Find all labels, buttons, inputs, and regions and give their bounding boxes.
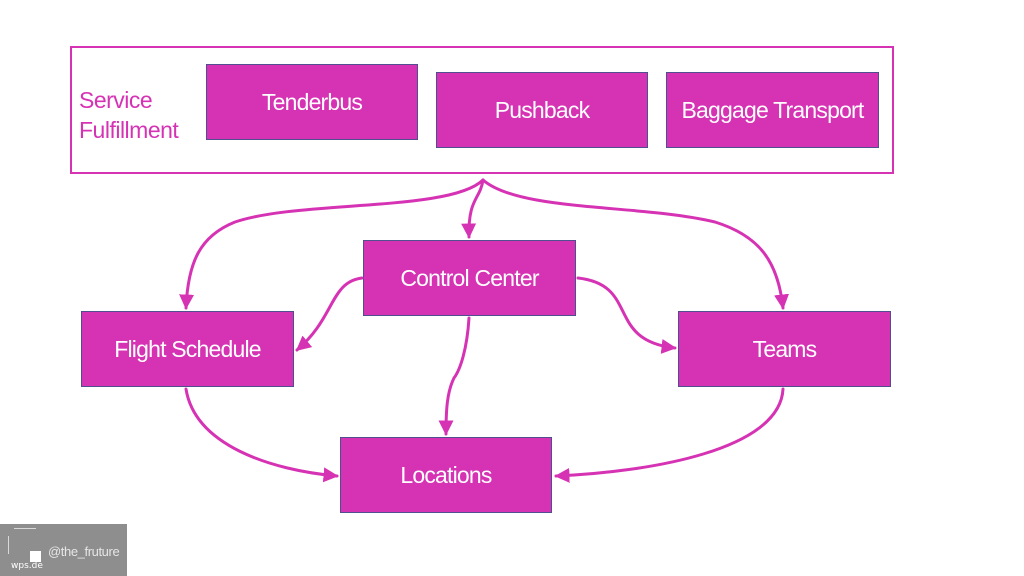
control-center-box: Control Center: [363, 240, 576, 316]
arrow-service-to-control-center: [461, 178, 485, 239]
tenderbus-box: Tenderbus: [206, 64, 418, 140]
watermark-square-icon: [30, 551, 41, 562]
watermark-decor-line: [8, 536, 9, 554]
baggage-transport-box: Baggage Transport: [666, 72, 879, 148]
flight-schedule-box: Flight Schedule: [81, 311, 294, 387]
arrow-control-center-to-teams: [576, 276, 677, 354]
arrow-flight-schedule-to-locations: [184, 387, 339, 483]
arrow-control-center-to-flight-schedule: [295, 276, 364, 352]
pushback-box: Pushback: [436, 72, 648, 148]
arrow-service-to-flight-schedule: [179, 178, 485, 310]
arrow-control-center-to-locations: [438, 316, 471, 436]
watermark-logo: wps.de: [11, 561, 43, 571]
arrow-service-to-teams: [481, 178, 789, 310]
watermark-badge: wps.de @the_fruture: [0, 524, 127, 576]
locations-box: Locations: [340, 437, 552, 513]
service-fulfillment-label: Service Fulfillment: [79, 87, 179, 143]
watermark-decor-line: [14, 528, 36, 529]
arrow-teams-to-locations: [554, 387, 785, 483]
watermark-handle: @the_fruture: [48, 544, 120, 559]
teams-box: Teams: [678, 311, 891, 387]
service-fulfillment-group: [70, 46, 894, 174]
